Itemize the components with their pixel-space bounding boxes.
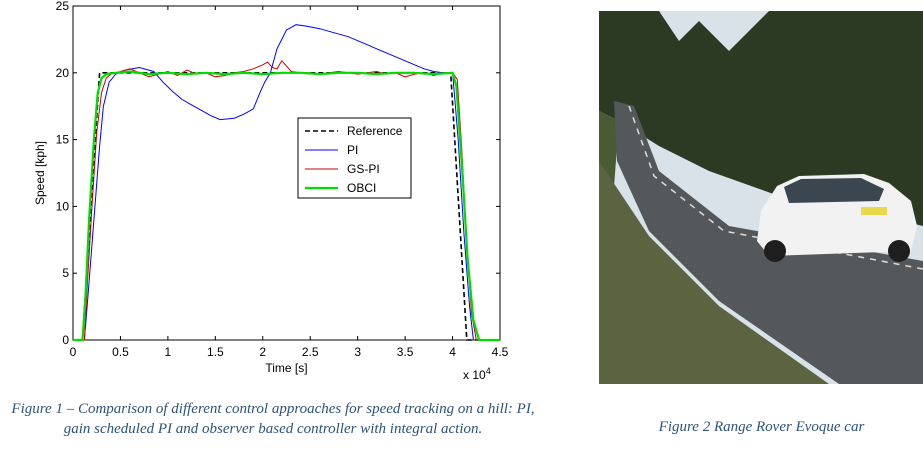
y-tick-label: 0 [62,333,69,347]
photo-verge [599,161,829,384]
axis-ticks: 0 0.5 1 1.5 2 2.5 3 3.5 4 4.5 0 5 10 15 20 25 [56,0,509,359]
x-tick-label: 4.5 [492,345,509,359]
legend-entry-label: Reference [347,124,403,138]
photo-car-window [784,178,884,203]
photo-illustration [599,11,923,384]
series-line-obci [73,70,500,342]
legend-entry-label: OBCI [347,181,376,195]
plot-area-frame [72,5,501,341]
y-tick-label: 10 [56,199,70,213]
x-tick-label: 1 [165,345,172,359]
figure-1-caption: Figure 1 – Comparison of different contr… [11,401,535,437]
range-rover-photo [599,11,923,384]
x-tick-label: 0.5 [112,345,129,359]
legend-entry-label: PI [347,143,358,157]
y-axis-label: Speed [kph] [33,141,47,205]
x-tick-label: 2.5 [302,345,319,359]
x-axis-multiplier-exponent: 4 [486,366,491,376]
photo-car-wheel-front [764,240,786,262]
photo-car-wheel-rear [888,240,910,262]
x-tick-label: 3 [354,345,361,359]
x-tick-label: 3.5 [397,345,414,359]
x-axis-multiplier-base: x 10 [463,368,486,382]
photo-car-plate [861,207,887,215]
y-tick-label: 20 [56,66,70,80]
legend-entry-label: GS-PI [347,162,380,176]
x-axis-multiplier: x 104 [463,366,491,382]
y-tick-label: 15 [56,133,70,147]
series-lines [73,24,500,342]
x-tick-label: 0 [70,345,77,359]
x-tick-label: 1.5 [207,345,224,359]
x-tick-label: 4 [449,345,456,359]
x-axis-label: Time [s] [265,361,307,375]
figure-2-caption: Figure 2 Range Rover Evoque car [658,419,865,435]
photo-car [757,174,917,262]
x-tick-label: 2 [259,345,266,359]
photo-forest [599,11,923,226]
y-tick-label: 5 [62,266,69,280]
y-tick-label: 25 [56,0,70,13]
